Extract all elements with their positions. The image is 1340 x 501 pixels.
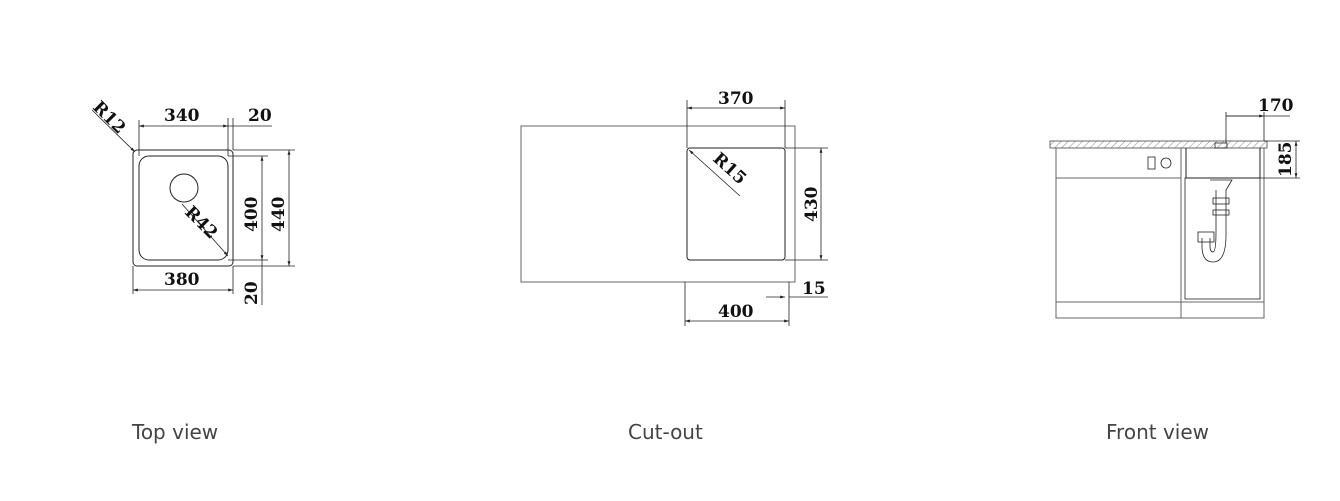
dim-cutout-radius: R15 xyxy=(709,149,750,189)
drain-nut xyxy=(1212,197,1230,205)
dim-cutout-offset: 15 xyxy=(802,279,826,299)
sink-bowl-section xyxy=(1185,148,1261,179)
front-view-drawing: 170 185 xyxy=(1049,96,1300,319)
cabinet-left xyxy=(1055,147,1182,319)
dim-top-width-outer: 380 xyxy=(164,270,200,290)
cabinet-right xyxy=(1180,147,1265,319)
trap-outlet xyxy=(1197,231,1215,243)
dim-top-radius-outer: R12 xyxy=(88,97,129,138)
dim-bowl-depth: 185 xyxy=(1276,142,1296,178)
dim-drain-offset: 170 xyxy=(1258,96,1294,116)
dim-top-width-inner: 340 xyxy=(164,106,200,126)
caption-front-view: Front view xyxy=(1106,420,1209,444)
dim-top-depth-outer: 440 xyxy=(269,196,289,232)
sink-bowl xyxy=(138,155,229,261)
cabinet-right-inner xyxy=(1184,177,1261,300)
top-view-drawing: 340 20 380 400 440 20 R12 R42 xyxy=(88,97,295,305)
countertop-hatched xyxy=(1049,140,1268,149)
dim-top-radius-drain: R42 xyxy=(180,202,221,243)
drain-nut-lower xyxy=(1212,209,1230,216)
cutout-opening xyxy=(686,147,786,261)
caption-top-view: Top view xyxy=(132,420,219,444)
control-knob-icon xyxy=(1147,156,1156,170)
drain-trap-icon xyxy=(1201,179,1233,263)
dim-cutout-width: 370 xyxy=(718,89,754,109)
control-dial-icon xyxy=(1160,157,1172,169)
dim-cutout-depth: 430 xyxy=(802,186,822,222)
caption-cutout: Cut-out xyxy=(628,420,703,444)
dim-top-depth-inner: 400 xyxy=(242,196,262,232)
dim-top-rim-bottom: 20 xyxy=(242,281,262,305)
cutout-drawing: 370 430 400 15 R15 xyxy=(520,89,828,326)
dim-top-rim-width: 20 xyxy=(248,106,272,126)
dim-cabinet-width: 400 xyxy=(718,302,754,322)
sink-outer-rim xyxy=(132,149,234,267)
drain-strainer xyxy=(1214,142,1228,149)
countertop-outline xyxy=(520,125,796,283)
drain-hole xyxy=(169,173,199,203)
